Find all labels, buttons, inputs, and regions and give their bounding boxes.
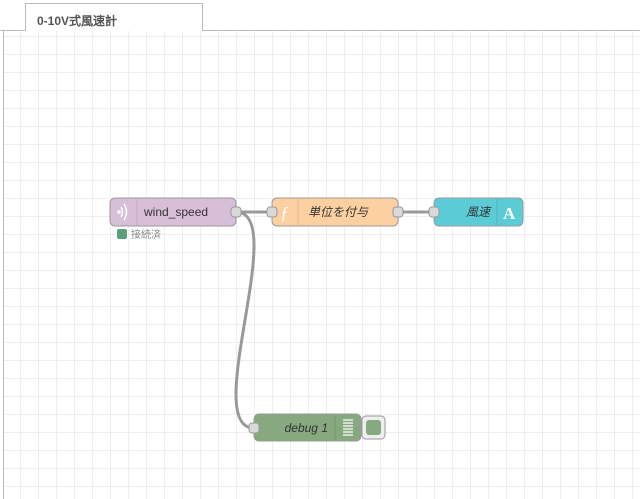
- node-status: 接続済: [131, 228, 161, 241]
- tab-flow[interactable]: 0-10V式風速計: [25, 3, 203, 32]
- node-text[interactable]: A 風速: [428, 197, 524, 227]
- node-function[interactable]: ƒ 単位を付与: [266, 197, 404, 227]
- output-port[interactable]: [230, 206, 242, 218]
- input-port[interactable]: [266, 206, 278, 218]
- debug-toggle-button[interactable]: [361, 415, 386, 440]
- text-A-icon: A: [503, 204, 516, 223]
- node-label: debug 1: [285, 421, 328, 435]
- node-debug[interactable]: debug 1: [248, 413, 362, 442]
- node-label: 風速: [466, 205, 492, 219]
- node-label: wind_speed: [143, 205, 208, 219]
- wire-input-debug[interactable]: [234, 210, 256, 430]
- node-wind-speed[interactable]: wind_speed: [109, 197, 242, 227]
- tab-label: 0-10V式風速計: [37, 14, 118, 28]
- status-dot: [117, 229, 127, 239]
- node-label: 単位を付与: [308, 205, 369, 219]
- wireless-icon: [117, 203, 128, 221]
- input-port[interactable]: [428, 206, 440, 218]
- input-port[interactable]: [248, 422, 260, 434]
- list-icon: [343, 419, 353, 436]
- workspace-tabbar: 0-10V式風速計: [0, 0, 640, 32]
- output-port[interactable]: [392, 206, 404, 218]
- function-icon: ƒ: [280, 203, 289, 223]
